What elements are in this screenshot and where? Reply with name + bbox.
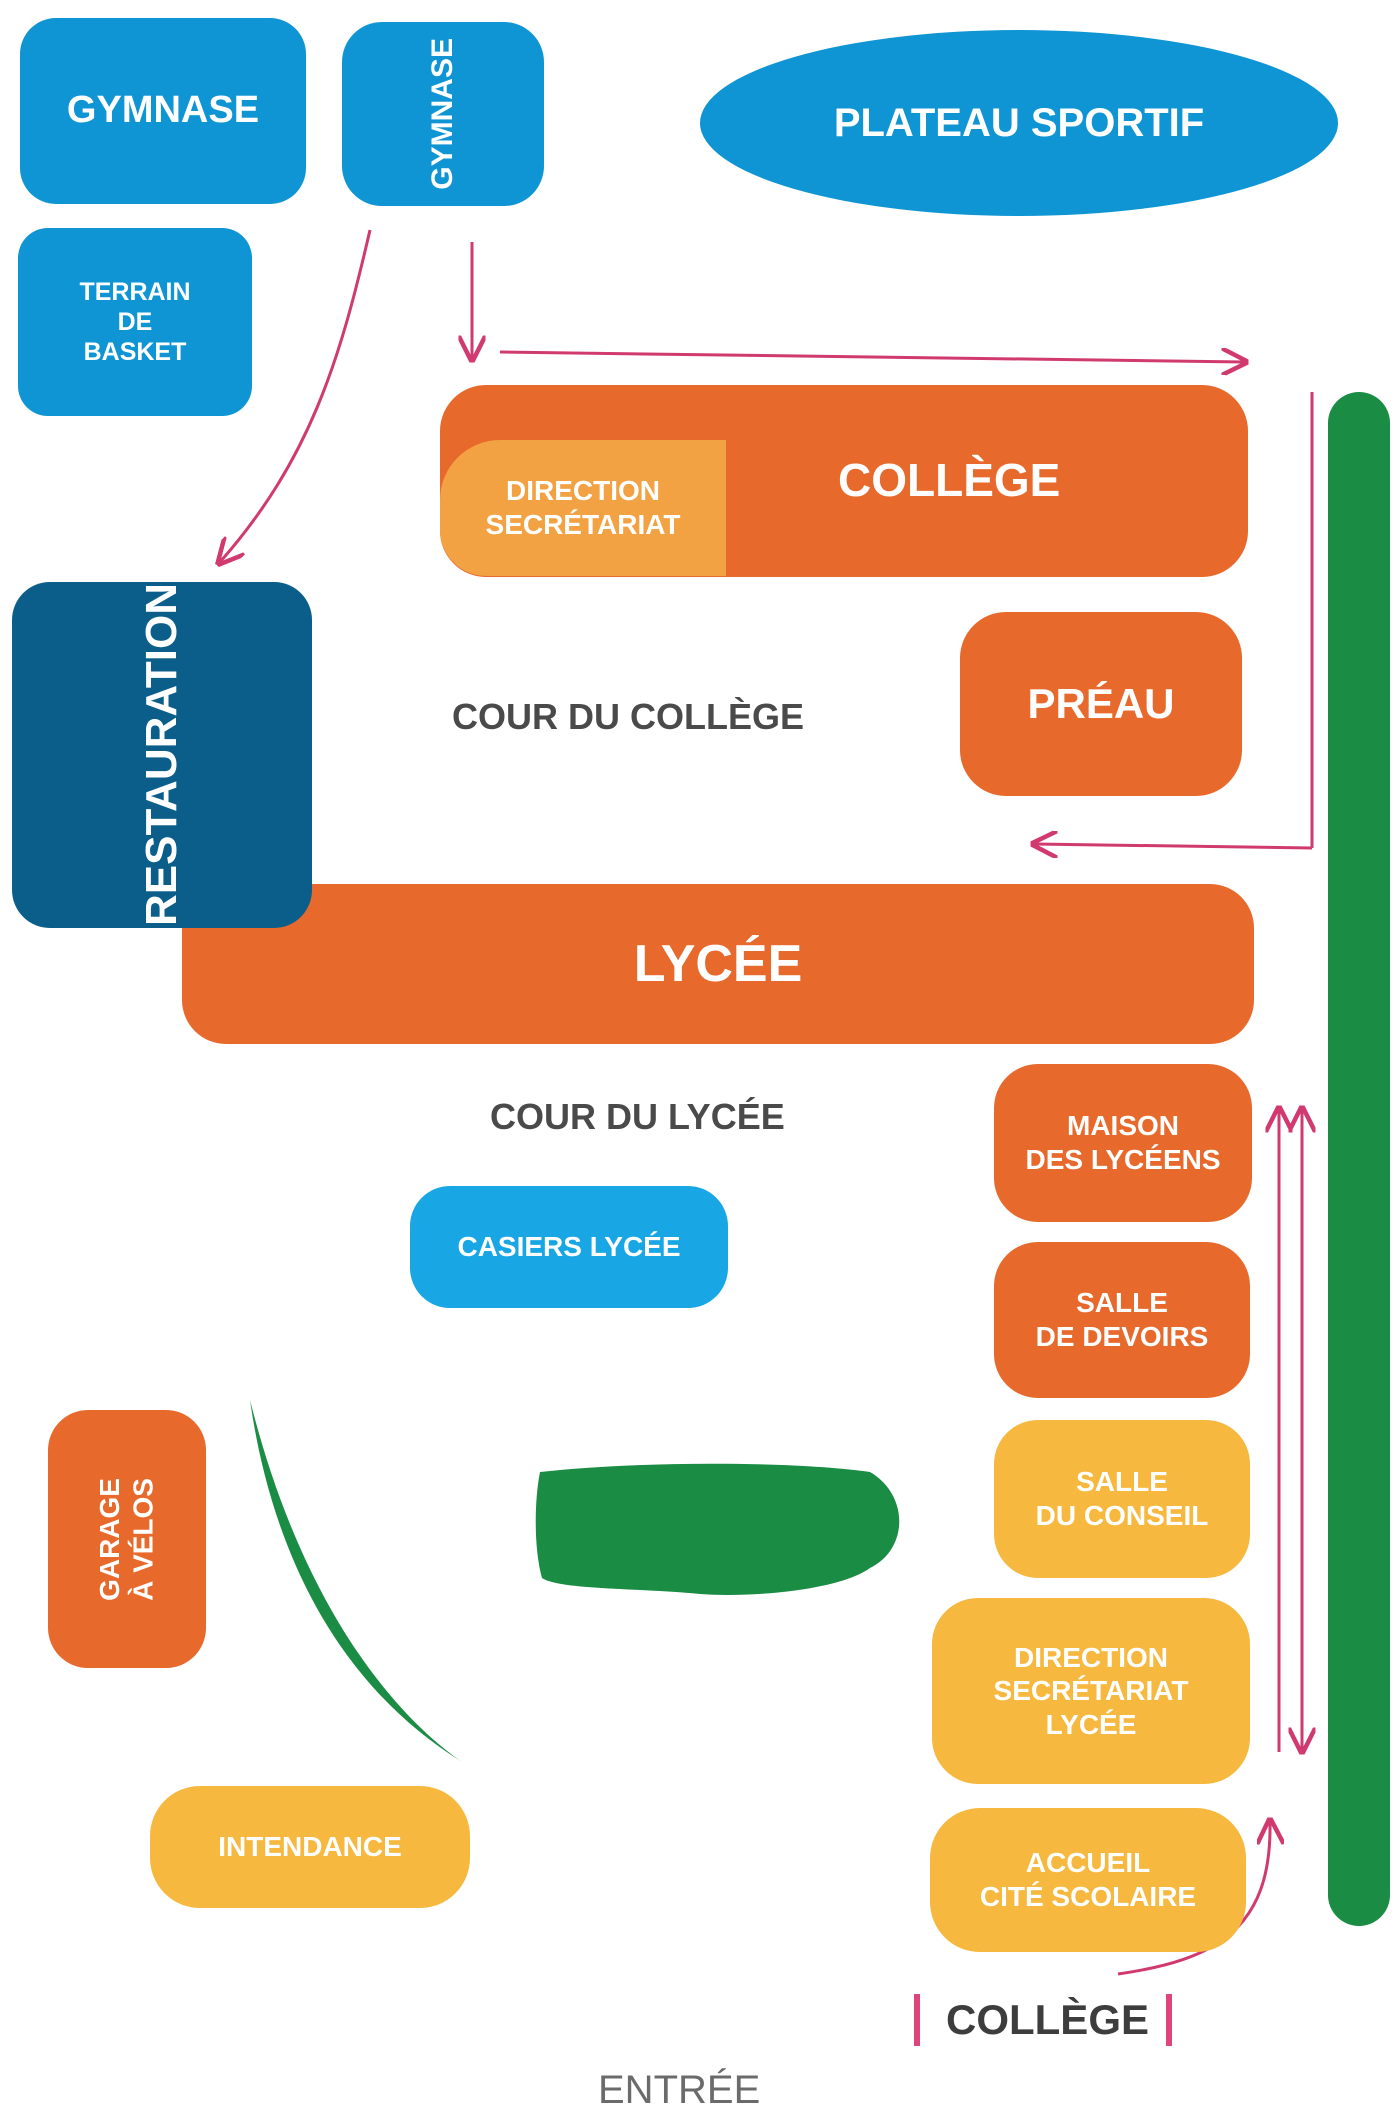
cour-lycee-label: COUR DU LYCÉE: [490, 1096, 785, 1137]
green-central-space: [535, 1463, 900, 1595]
direction-lycee-block[interactable]: DIRECTION SECRÉTARIAT LYCÉE: [932, 1598, 1250, 1784]
salle-conseil-label: SALLE DU CONSEIL: [1035, 1466, 1209, 1531]
direction-college-label: DIRECTION SECRÉTARIAT: [485, 475, 681, 540]
green-strip-right: [1328, 392, 1390, 1926]
plateau-sportif-label: PLATEAU SPORTIF: [833, 101, 1205, 145]
college-entrance-bar-right: [1166, 1994, 1172, 2046]
gymnase-label: GYMNASE: [66, 89, 260, 132]
terrain-basket-block[interactable]: TERRAIN DE BASKET: [18, 228, 252, 416]
intendance-block[interactable]: INTENDANCE: [150, 1786, 470, 1908]
accueil-label: ACCUEIL CITÉ SCOLAIRE: [979, 1847, 1197, 1912]
entree-label: ENTRÉE: [598, 2068, 761, 2112]
college-entrance-bar-left: [914, 1994, 920, 2046]
casiers-lycee-block[interactable]: CASIERS LYCÉE: [410, 1186, 728, 1308]
green-curved-space: [250, 1400, 462, 1762]
college-entrance-label: COLLÈGE: [946, 1996, 1150, 2043]
salle-devoirs-block[interactable]: SALLE DE DEVOIRS: [994, 1242, 1250, 1398]
preau-label: PRÉAU: [1027, 679, 1175, 727]
salle-conseil-block[interactable]: SALLE DU CONSEIL: [994, 1420, 1250, 1578]
plateau-sportif-ellipse[interactable]: PLATEAU SPORTIF: [700, 30, 1338, 216]
preau-block[interactable]: PRÉAU: [960, 612, 1242, 796]
direction-lycee-label: DIRECTION SECRÉTARIAT LYCÉE: [993, 1641, 1189, 1740]
gymnase-vertical-block[interactable]: GYMNASE: [342, 22, 544, 206]
arrow-to-cour-college: [1035, 844, 1313, 848]
direction-college-block[interactable]: DIRECTION SECRÉTARIAT: [440, 440, 726, 576]
salle-devoirs-label: SALLE DE DEVOIRS: [1035, 1287, 1209, 1352]
cour-college-label: COUR DU COLLÈGE: [452, 696, 805, 737]
gymnase-block[interactable]: GYMNASE: [20, 18, 306, 204]
lycee-label: LYCÉE: [633, 934, 803, 993]
maison-lyceens-label: MAISON DES LYCÉENS: [1025, 1110, 1221, 1175]
college-label: COLLÈGE: [838, 454, 1061, 507]
garage-velos-block[interactable]: GARAGE À VÉLOS: [48, 1410, 206, 1668]
restauration-label: RESTAURATION: [136, 583, 186, 927]
arrow-top-horizontal: [499, 352, 1244, 362]
arrow-gymnase-to-restauration: [220, 229, 372, 562]
maison-lyceens-block[interactable]: MAISON DES LYCÉENS: [994, 1064, 1252, 1222]
accueil-block[interactable]: ACCUEIL CITÉ SCOLAIRE: [930, 1808, 1246, 1952]
terrain-basket-label: TERRAIN DE BASKET: [79, 278, 191, 366]
lycee-building[interactable]: LYCÉE: [182, 884, 1254, 1044]
intendance-label: INTENDANCE: [218, 1831, 402, 1863]
casiers-lycee-label: CASIERS LYCÉE: [457, 1231, 681, 1263]
restauration-block[interactable]: RESTAURATION: [12, 582, 312, 928]
